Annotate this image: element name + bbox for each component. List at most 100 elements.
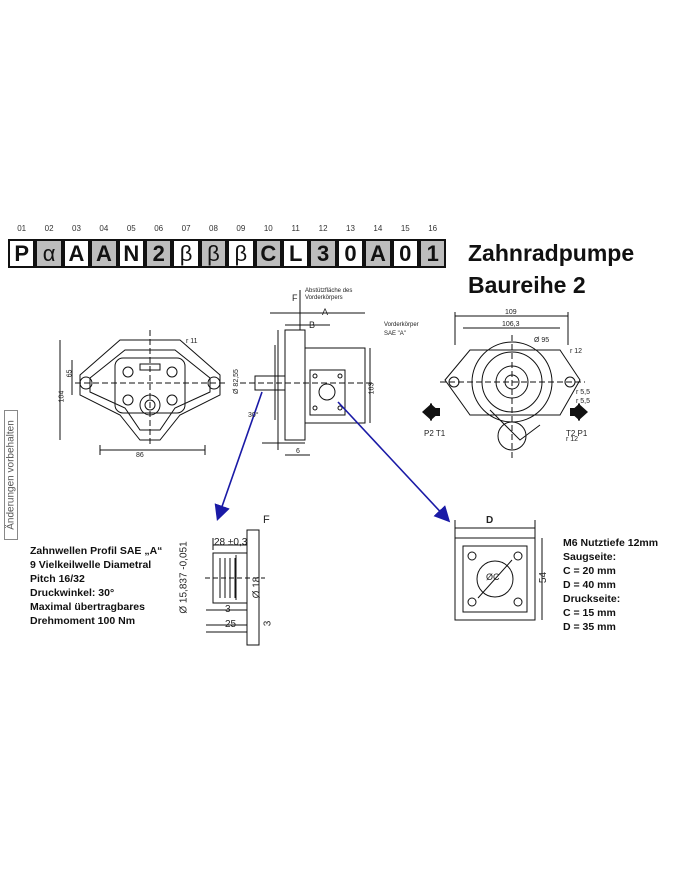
type-code-number: 06	[154, 224, 164, 233]
type-code-position: 08 β	[199, 223, 228, 268]
dim-54: 54	[538, 571, 550, 584]
dim-82-55: Ø 82,55	[232, 369, 240, 394]
dim-r12b: r 12	[566, 436, 579, 443]
dim-15-837: Ø 15,837 -0,051	[178, 541, 190, 614]
dim-106: 106,3	[502, 321, 520, 328]
type-code-letter: β	[172, 239, 200, 268]
type-code-letter: α	[35, 239, 63, 268]
dim-6: 6	[296, 448, 300, 455]
shaft-spec-line: 9 Vielkeilwelle Diametral	[30, 559, 152, 571]
label-f-shaft: F	[263, 514, 270, 526]
label-a: A	[322, 307, 329, 317]
port-spec-line: D = 40 mm	[563, 579, 616, 591]
type-code-position: 15 0	[391, 223, 419, 268]
front-body-label: Vorderkörper	[384, 322, 419, 328]
port-leader-arrow	[337, 401, 451, 523]
shaft-leader-arrow	[214, 391, 263, 522]
dim-3b: 3	[262, 620, 274, 627]
label-b: B	[309, 320, 316, 330]
port-right-label: T2 P1	[566, 429, 588, 438]
port-left-label: P2 T1	[424, 429, 446, 438]
port-spec-line: Saugseite:	[563, 551, 617, 563]
type-code-number: 13	[346, 224, 355, 233]
type-code-position: 13 0	[336, 223, 365, 268]
type-code-number: 02	[44, 224, 54, 233]
shaft-spec-line: Drehmoment 100 Nm	[30, 615, 136, 627]
port-spec-line: C = 15 mm	[563, 607, 616, 619]
type-code-letter: 1	[419, 239, 447, 268]
type-code-position: 16 1	[419, 223, 447, 268]
dim-r11: r 11	[186, 338, 198, 345]
dim-86: 86	[136, 452, 144, 459]
type-code-number: 08	[209, 224, 218, 233]
dim-95: Ø 95	[534, 337, 550, 344]
dim-28: 28 ±0,3	[214, 537, 248, 548]
type-code-number: 12	[318, 224, 328, 233]
dim-r5-5: r 5,5	[576, 389, 591, 396]
type-code-letter: N	[117, 239, 145, 268]
port-spec-line: M6 Nutztiefe 12mm	[563, 537, 659, 549]
type-code-number: 11	[291, 224, 300, 233]
type-code-letter: 0	[391, 239, 419, 268]
type-code-number: 10	[263, 224, 273, 233]
label-f-top: F	[292, 293, 298, 303]
type-code-letter: β	[199, 239, 228, 268]
label-d: D	[486, 515, 494, 526]
side-note: Änderungen vorbehalten	[4, 410, 18, 540]
dim-65: 65	[66, 369, 74, 378]
type-code-letter: P	[8, 239, 36, 268]
dim-109: 109	[505, 309, 517, 316]
type-code-letter: 0	[336, 239, 365, 268]
type-code-number: 03	[72, 224, 81, 233]
shaft-spec-line: Pitch 16/32	[30, 573, 85, 585]
type-code-position: 09 β	[227, 223, 255, 268]
support-face-label: Abstützfläche des	[305, 288, 353, 294]
type-code-number: 09	[236, 224, 246, 233]
type-code-letter: 3	[309, 239, 337, 268]
port-spec-line: Druckseite:	[563, 593, 621, 605]
port-detail-drawing	[454, 520, 543, 621]
page-title: Zahnradpumpe	[468, 240, 635, 266]
page-subtitle: Baureihe 2	[468, 272, 586, 298]
type-code-letter: A	[62, 239, 91, 268]
dim-18: Ø 18	[251, 576, 263, 599]
type-code-number: 01	[17, 224, 27, 233]
front-view-drawing	[59, 330, 225, 455]
shaft-spec-line: Zahnwellen Profil SAE „A“	[30, 545, 163, 557]
shaft-spec: Zahnwellen Profil SAE „A“ 9 Vielkeilwelle…	[30, 544, 162, 628]
port-spec-line: D = 35 mm	[563, 621, 616, 633]
type-code-position: 06 2	[145, 223, 173, 268]
dim-3a: 3	[225, 604, 231, 615]
type-code-number: 14	[373, 224, 383, 233]
type-code-position: 02 α	[35, 223, 63, 268]
dim-25: 25	[225, 619, 237, 630]
type-code-position: 12 3	[309, 223, 337, 268]
shaft-spec-line: Druckwinkel: 30°	[30, 587, 115, 599]
type-code-letter: A	[90, 239, 118, 268]
support-face-label-2: Vorderkörpers	[305, 295, 343, 301]
front-body-label-2: SAE "A"	[384, 331, 406, 337]
port-spec-line: C = 20 mm	[563, 565, 616, 577]
shaft-spec-line: Maximal übertragbares	[30, 601, 145, 613]
dim-104: 104	[58, 390, 66, 403]
type-code-letter: 2	[145, 239, 173, 268]
type-code-number: 04	[99, 224, 109, 233]
type-code-letter: A	[364, 239, 392, 268]
type-code-letter: β	[227, 239, 255, 268]
type-code-number: 05	[126, 224, 136, 233]
type-code-position: 07 β	[172, 223, 200, 268]
dim-30deg: 30°	[248, 412, 259, 419]
dim-r12: r 12	[570, 348, 583, 355]
type-code-number: 16	[428, 224, 438, 233]
type-code-number: 15	[400, 224, 410, 233]
shaft-detail-drawing	[205, 529, 265, 646]
type-code-number: 07	[181, 224, 191, 233]
